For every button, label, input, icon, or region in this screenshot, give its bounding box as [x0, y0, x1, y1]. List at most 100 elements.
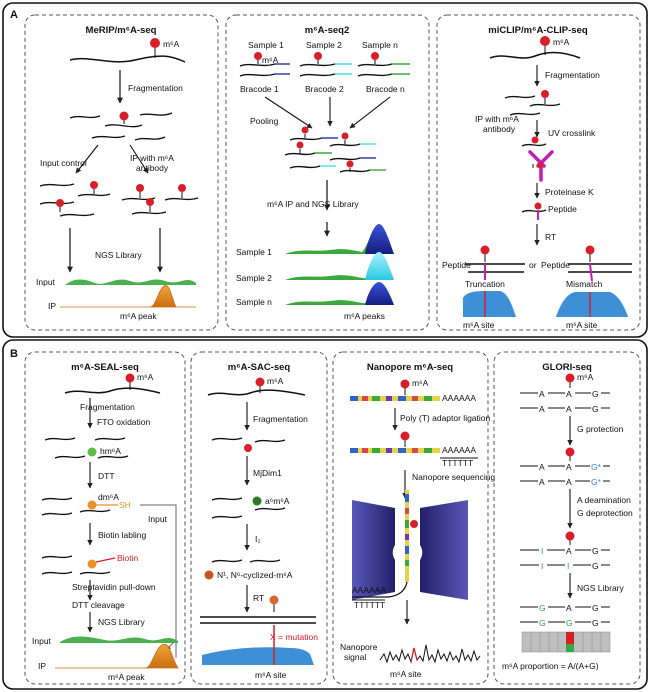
- truncation-signal: [463, 291, 516, 317]
- nanopore-signal: [379, 644, 481, 664]
- glori-a: A: [566, 404, 572, 414]
- merip-input-control: Input control: [40, 158, 87, 168]
- m6a-dot: [301, 126, 309, 134]
- miclip-protk: Proteinase K: [545, 187, 594, 197]
- glori-a: A: [539, 389, 545, 399]
- sac-frag1: [211, 437, 286, 443]
- mismatch-signal: [556, 292, 628, 317]
- nano-aa3: AAAAAA: [352, 585, 386, 595]
- m6aseq2-barcode2: Bracode 2: [305, 84, 344, 94]
- m6aseq2-samples: [239, 63, 410, 77]
- glori-m6a: m⁶A: [577, 372, 594, 382]
- hm6a-dot: [87, 447, 97, 457]
- nano-site: m⁶A site: [390, 669, 422, 679]
- dm6a-dot: [87, 559, 97, 569]
- nano-polya2: AAAAAA: [442, 445, 476, 455]
- glori-formula: m⁶A proportion = A/(A+G): [502, 661, 599, 671]
- seal-title: m⁶A-SEAL-seq: [71, 362, 139, 373]
- m6a-dot: [254, 52, 262, 60]
- nanopore-rna-2: [350, 448, 440, 453]
- cyclized-dot: [204, 570, 214, 580]
- miclip-antibody: antibody: [483, 124, 516, 134]
- merip-ip-track: [60, 285, 196, 308]
- peak-n: [365, 282, 394, 305]
- m6a-dot: [565, 373, 575, 383]
- miclip-title: miCLIP/m⁶A-CLIP-seq: [488, 25, 588, 36]
- glori-alignment: [521, 631, 611, 653]
- m6aseq2-title: m⁶A-seq2: [305, 25, 350, 36]
- nanopore-box: [332, 351, 489, 685]
- m6a-dot: [565, 531, 575, 541]
- seal-dttc: DTT cleavage: [72, 600, 125, 610]
- m6a-dot: [541, 90, 549, 98]
- nanopore-title: Nanopore m⁶A-seq: [367, 362, 453, 373]
- glori-i: I: [541, 561, 543, 571]
- miclip-ip: IP with m⁶A: [475, 114, 519, 124]
- glori-a: A: [566, 389, 572, 399]
- merip-input-label: Input: [36, 277, 56, 287]
- sac-cyc: N¹, N⁶-cyclized-m⁶A: [217, 570, 293, 580]
- arrow: [129, 144, 149, 174]
- sac-mut: X = mutation: [270, 632, 318, 642]
- glori-g: G: [539, 618, 546, 628]
- glori-ngs: NGS Library: [577, 583, 625, 593]
- arrow: [264, 96, 313, 129]
- glori-a: A: [539, 462, 545, 472]
- seal-ip: IP: [38, 661, 46, 671]
- m6a-dot: [150, 38, 160, 48]
- seal-sh: SH: [119, 500, 131, 510]
- merip-m6a-label: m⁶A: [163, 39, 180, 49]
- miclip-rt: RT: [545, 232, 556, 242]
- glori-a: A: [539, 477, 545, 487]
- m6aseq2-result1: Sample 1: [236, 247, 272, 257]
- nanopore-strand: [405, 490, 409, 582]
- glori-g: G: [592, 603, 599, 613]
- sac-frag2: [211, 497, 286, 519]
- sac-frag3: [211, 559, 281, 563]
- glori-box: [493, 351, 641, 685]
- nanopore-right: [420, 500, 468, 600]
- glori-gdeprot: G deprotection: [577, 508, 633, 518]
- cyclized-dot: [269, 595, 279, 605]
- glori-a: A: [566, 603, 572, 613]
- sac-signal: [202, 647, 314, 665]
- glori-adeam: A deamination: [577, 495, 631, 505]
- m6aseq2-pool: [284, 137, 386, 173]
- miclip-or: or: [529, 260, 537, 270]
- merip-ip-label: IP: [48, 301, 56, 311]
- nanopore-left: [352, 500, 395, 600]
- sac-mjdim: MjDim1: [253, 468, 282, 478]
- glori-gstar: G*: [591, 477, 602, 487]
- m6aseq2-ip-ngs: m⁶A IP and NGS Library: [267, 199, 359, 209]
- seal-ngs: NGS Library: [98, 617, 146, 627]
- seal-strep: Streptavidin pull-down: [72, 582, 156, 592]
- miclip-peptide-left: Peptide: [442, 260, 471, 270]
- m6aseq2-m6a-label: m⁶A: [262, 55, 279, 65]
- miclip-truncation: Truncation: [465, 279, 505, 289]
- sac-m6a: m⁶A: [267, 376, 284, 386]
- seal-dtt: DTT: [98, 471, 115, 481]
- a6m6a-dot: [252, 496, 262, 506]
- peak-2: [365, 252, 394, 280]
- nano-sig1: Nanopore: [340, 642, 378, 652]
- nano-polyt: Poly (T) adaptor ligation: [400, 413, 491, 423]
- seal-input-track: [60, 636, 178, 643]
- glori-g: G: [539, 603, 546, 613]
- glori-g: G: [566, 618, 573, 628]
- nano-tt: TTTTTT: [442, 458, 473, 468]
- m6a-dot: [125, 373, 135, 383]
- miclip-frag: Fragmentation: [545, 70, 600, 80]
- arrow: [349, 96, 391, 129]
- sac-i2: I₂: [255, 534, 261, 544]
- miclip-box: [436, 14, 641, 331]
- sac-box: [190, 351, 328, 685]
- sac-rt: RT: [253, 593, 264, 603]
- m6a-dot: [585, 245, 595, 255]
- m6aseq2-sample2: Sample 2: [306, 40, 342, 50]
- merip-ip-fragments: [121, 197, 199, 215]
- seal-frag2: [41, 497, 111, 516]
- m6a-dot: [371, 52, 379, 60]
- miclip-fragments: [504, 95, 561, 116]
- nanopore-rna-1: [350, 396, 440, 401]
